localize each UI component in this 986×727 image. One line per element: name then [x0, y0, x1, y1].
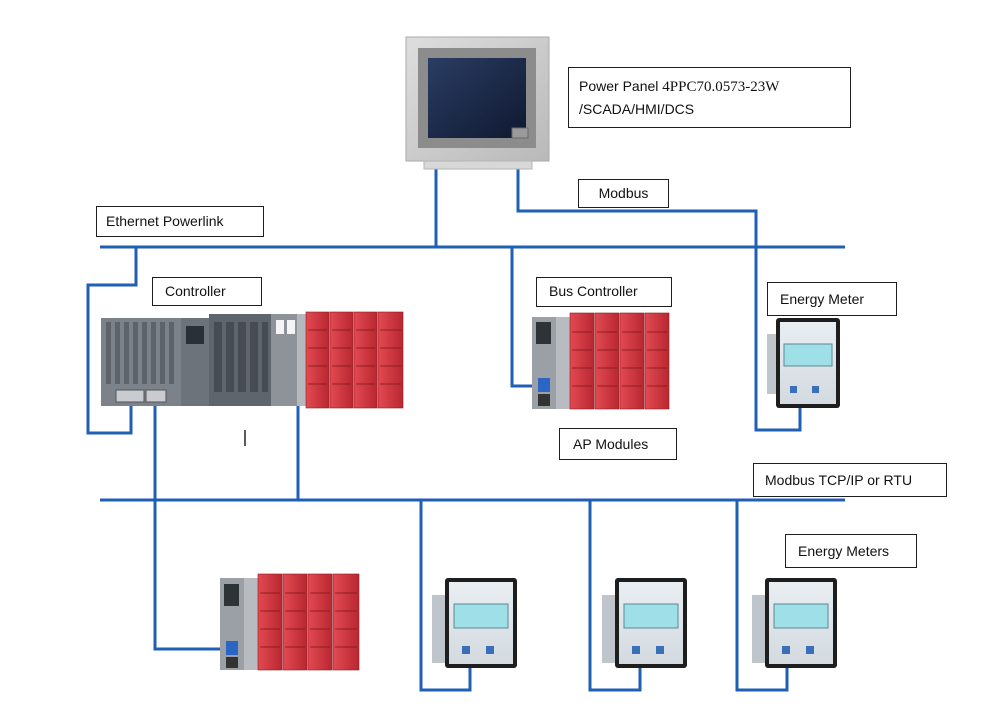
controller-label: Controller — [152, 277, 262, 306]
ap-modules-label: AP Modules — [559, 428, 677, 460]
energy-meter-3 — [602, 578, 687, 668]
energy-meter-label: Energy Meter — [767, 282, 897, 316]
panel-modbus-line — [516, 168, 802, 432]
energy-meter-4 — [752, 578, 837, 668]
meter-3-drop — [588, 500, 642, 692]
bus-lines — [86, 160, 845, 692]
ethernet-powerlink-label: Ethernet Powerlink — [96, 206, 264, 237]
remote-io-rack — [220, 573, 360, 671]
controller-to-remote-rack — [153, 397, 225, 651]
meter-2-drop — [419, 500, 472, 692]
controller-ethernet-drop — [86, 247, 138, 435]
modbus-tcp-label: Modbus TCP/IP or RTU — [753, 463, 947, 497]
modbus-label: Modbus — [578, 179, 669, 208]
energy-meter-top — [767, 318, 840, 408]
energy-meters-label: Energy Meters — [785, 534, 917, 568]
meter-4-drop — [735, 500, 789, 692]
power-panel-device — [405, 36, 550, 170]
bus-controller-label: Bus Controller — [536, 277, 672, 307]
power-panel-sub: /SCADA/HMI/DCS — [579, 100, 695, 117]
controller-rack — [101, 311, 404, 409]
power-panel-model: 4PPC70.0573-23W — [662, 79, 780, 95]
power-panel-prefix: Power Panel — [579, 78, 659, 94]
energy-meter-2 — [432, 578, 517, 668]
power-panel-label: Power Panel 4PPC70.0573-23W /SCADA/HMI/D… — [568, 67, 851, 128]
bus-controller-rack — [532, 312, 670, 410]
